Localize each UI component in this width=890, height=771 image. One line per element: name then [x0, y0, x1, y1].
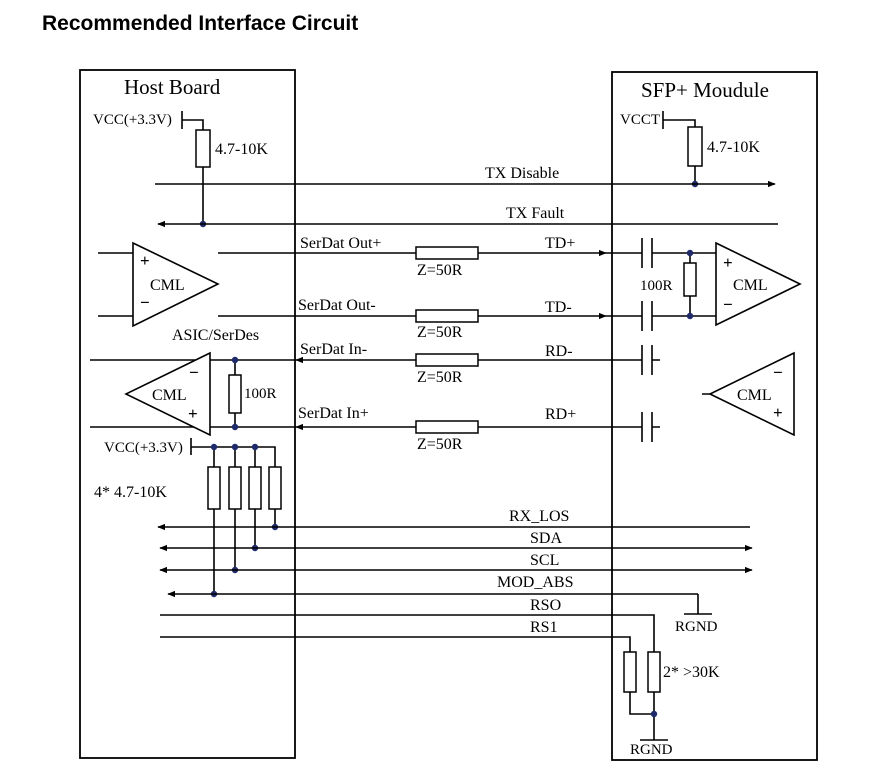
host-receiver-minus-sign: −	[189, 363, 199, 382]
serdat-in-minus-label: SerDat In-	[300, 341, 367, 358]
host-pullup-resistor-label: 4.7-10K	[215, 141, 268, 158]
td-minus-label: TD-	[545, 299, 572, 316]
host-board-box	[79, 69, 296, 759]
pullup-resistor	[228, 466, 242, 510]
pulldown-resistor	[623, 651, 637, 693]
host-pullup-resistor	[195, 129, 211, 168]
rs0-label: RSO	[530, 597, 561, 614]
junction-dot	[231, 443, 239, 451]
page-title: Recommended Interface Circuit	[42, 12, 359, 35]
host-driver-plus-sign: +	[140, 251, 150, 270]
z50-resistor	[415, 246, 479, 260]
host-driver-minus-sign: −	[140, 293, 150, 312]
z50-resistor	[415, 353, 479, 367]
tx-disable-label: TX Disable	[485, 165, 559, 182]
z50-label: Z=50R	[417, 324, 463, 341]
rs-rgnd-label: RGND	[630, 742, 673, 758]
asic-serdes-label: ASIC/SerDes	[172, 327, 259, 344]
host-cml-receiver: CML − +	[124, 351, 211, 437]
module-pullup-resistor-label: 4.7-10K	[707, 139, 760, 156]
rx-los-label: RX_LOS	[509, 508, 569, 525]
rs1-line	[160, 636, 631, 652]
tx-fault-label: TX Fault	[506, 205, 565, 222]
z50-resistor	[415, 420, 479, 434]
module-tx-termination: 100R	[606, 238, 716, 331]
host-vcc-bottom-label: VCC(+3.3V)	[104, 440, 183, 456]
junction-dot	[686, 249, 694, 257]
host-vcc-pullup-array: VCC(+3.3V) 4* 4.7-10K	[94, 438, 282, 598]
module-receiver-plus-sign: +	[723, 253, 733, 272]
host-vcc-pullup: VCC(+3.3V) 4.7-10K	[93, 111, 268, 228]
junction-dot	[210, 443, 218, 451]
host-receiver-plus-sign: +	[188, 404, 198, 423]
junction-dot	[231, 356, 239, 364]
module-driver-plus-sign: +	[773, 403, 783, 422]
host-driver-cml-label: CML	[150, 277, 185, 294]
host-rx-termination: 100R	[228, 356, 277, 431]
junction-dot	[231, 423, 239, 431]
module-cml-driver: CML − +	[708, 351, 795, 437]
module-vcct-label: VCCT	[620, 112, 660, 128]
coupling-capacitor	[641, 238, 653, 331]
rd-plus-label: RD+	[545, 406, 576, 423]
module-driver-cml-label: CML	[737, 387, 772, 404]
module-pullup-resistor	[687, 126, 703, 167]
host-100r-resistor	[228, 374, 242, 414]
serdat-out-plus-label: SerDat Out+	[300, 235, 381, 252]
z50-resistor	[415, 309, 479, 323]
junction-dot	[251, 443, 259, 451]
junction-dot	[686, 312, 694, 320]
pulldown-label: 2* >30K	[663, 664, 720, 681]
module-driver-minus-sign: −	[773, 363, 783, 382]
td-plus-label: TD+	[545, 235, 575, 252]
serdat-out-minus-label: SerDat Out-	[298, 297, 376, 314]
coupling-capacitor	[641, 345, 653, 442]
module-receiver-cml-label: CML	[733, 277, 768, 294]
module-vcct-pullup: VCCT 4.7-10K	[620, 111, 760, 188]
z50-label: Z=50R	[417, 369, 463, 386]
module-100r-resistor	[683, 262, 697, 297]
rs-pulldown: 2* >30K RGND	[623, 651, 720, 758]
sfp-module-title: SFP+ Moudule	[641, 78, 769, 102]
scl-label: SCL	[530, 552, 559, 569]
pullup-resistor	[207, 466, 221, 510]
pullup-resistor	[268, 466, 282, 510]
rs1-label: RS1	[530, 619, 558, 636]
rd-minus-label: RD-	[545, 343, 573, 360]
pulldown-resistor	[647, 651, 661, 693]
junction-dot	[650, 710, 658, 718]
pullup-array-label: 4* 4.7-10K	[94, 484, 167, 501]
module-receiver-minus-sign: −	[723, 295, 733, 314]
sda-label: SDA	[530, 530, 562, 547]
mod-abs-rgnd-label: RGND	[675, 619, 718, 635]
host-cml-driver: CML + −	[98, 241, 220, 328]
host-vcc-top-label: VCC(+3.3V)	[93, 112, 172, 128]
module-cml-receiver: CML + −	[715, 241, 802, 327]
sfp-module-box	[611, 71, 818, 761]
host-board-title: Host Board	[124, 75, 221, 99]
rs0-line	[160, 614, 655, 652]
z50-label: Z=50R	[417, 436, 463, 453]
serdat-in-plus-label: SerDat In+	[298, 405, 369, 422]
z50-label: Z=50R	[417, 262, 463, 279]
host-100r-label: 100R	[244, 386, 277, 402]
module-100r-label: 100R	[640, 278, 673, 294]
host-receiver-cml-label: CML	[152, 387, 187, 404]
pullup-resistor	[248, 466, 262, 510]
mod-abs-label: MOD_ABS	[497, 574, 573, 591]
